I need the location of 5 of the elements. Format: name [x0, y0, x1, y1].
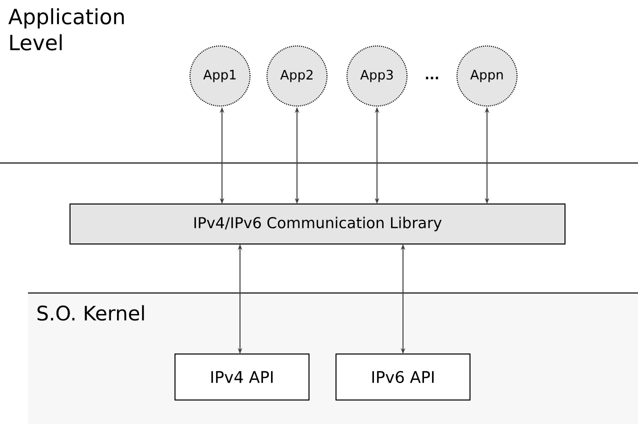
api-box: IPv6 API — [336, 354, 470, 400]
level-heading: Application Level — [8, 8, 124, 50]
api-box: IPv4 API — [174, 354, 310, 400]
ellipsis: ... — [426, 76, 438, 80]
library-box: IPv4/IPv6 Communication Library — [70, 204, 566, 244]
